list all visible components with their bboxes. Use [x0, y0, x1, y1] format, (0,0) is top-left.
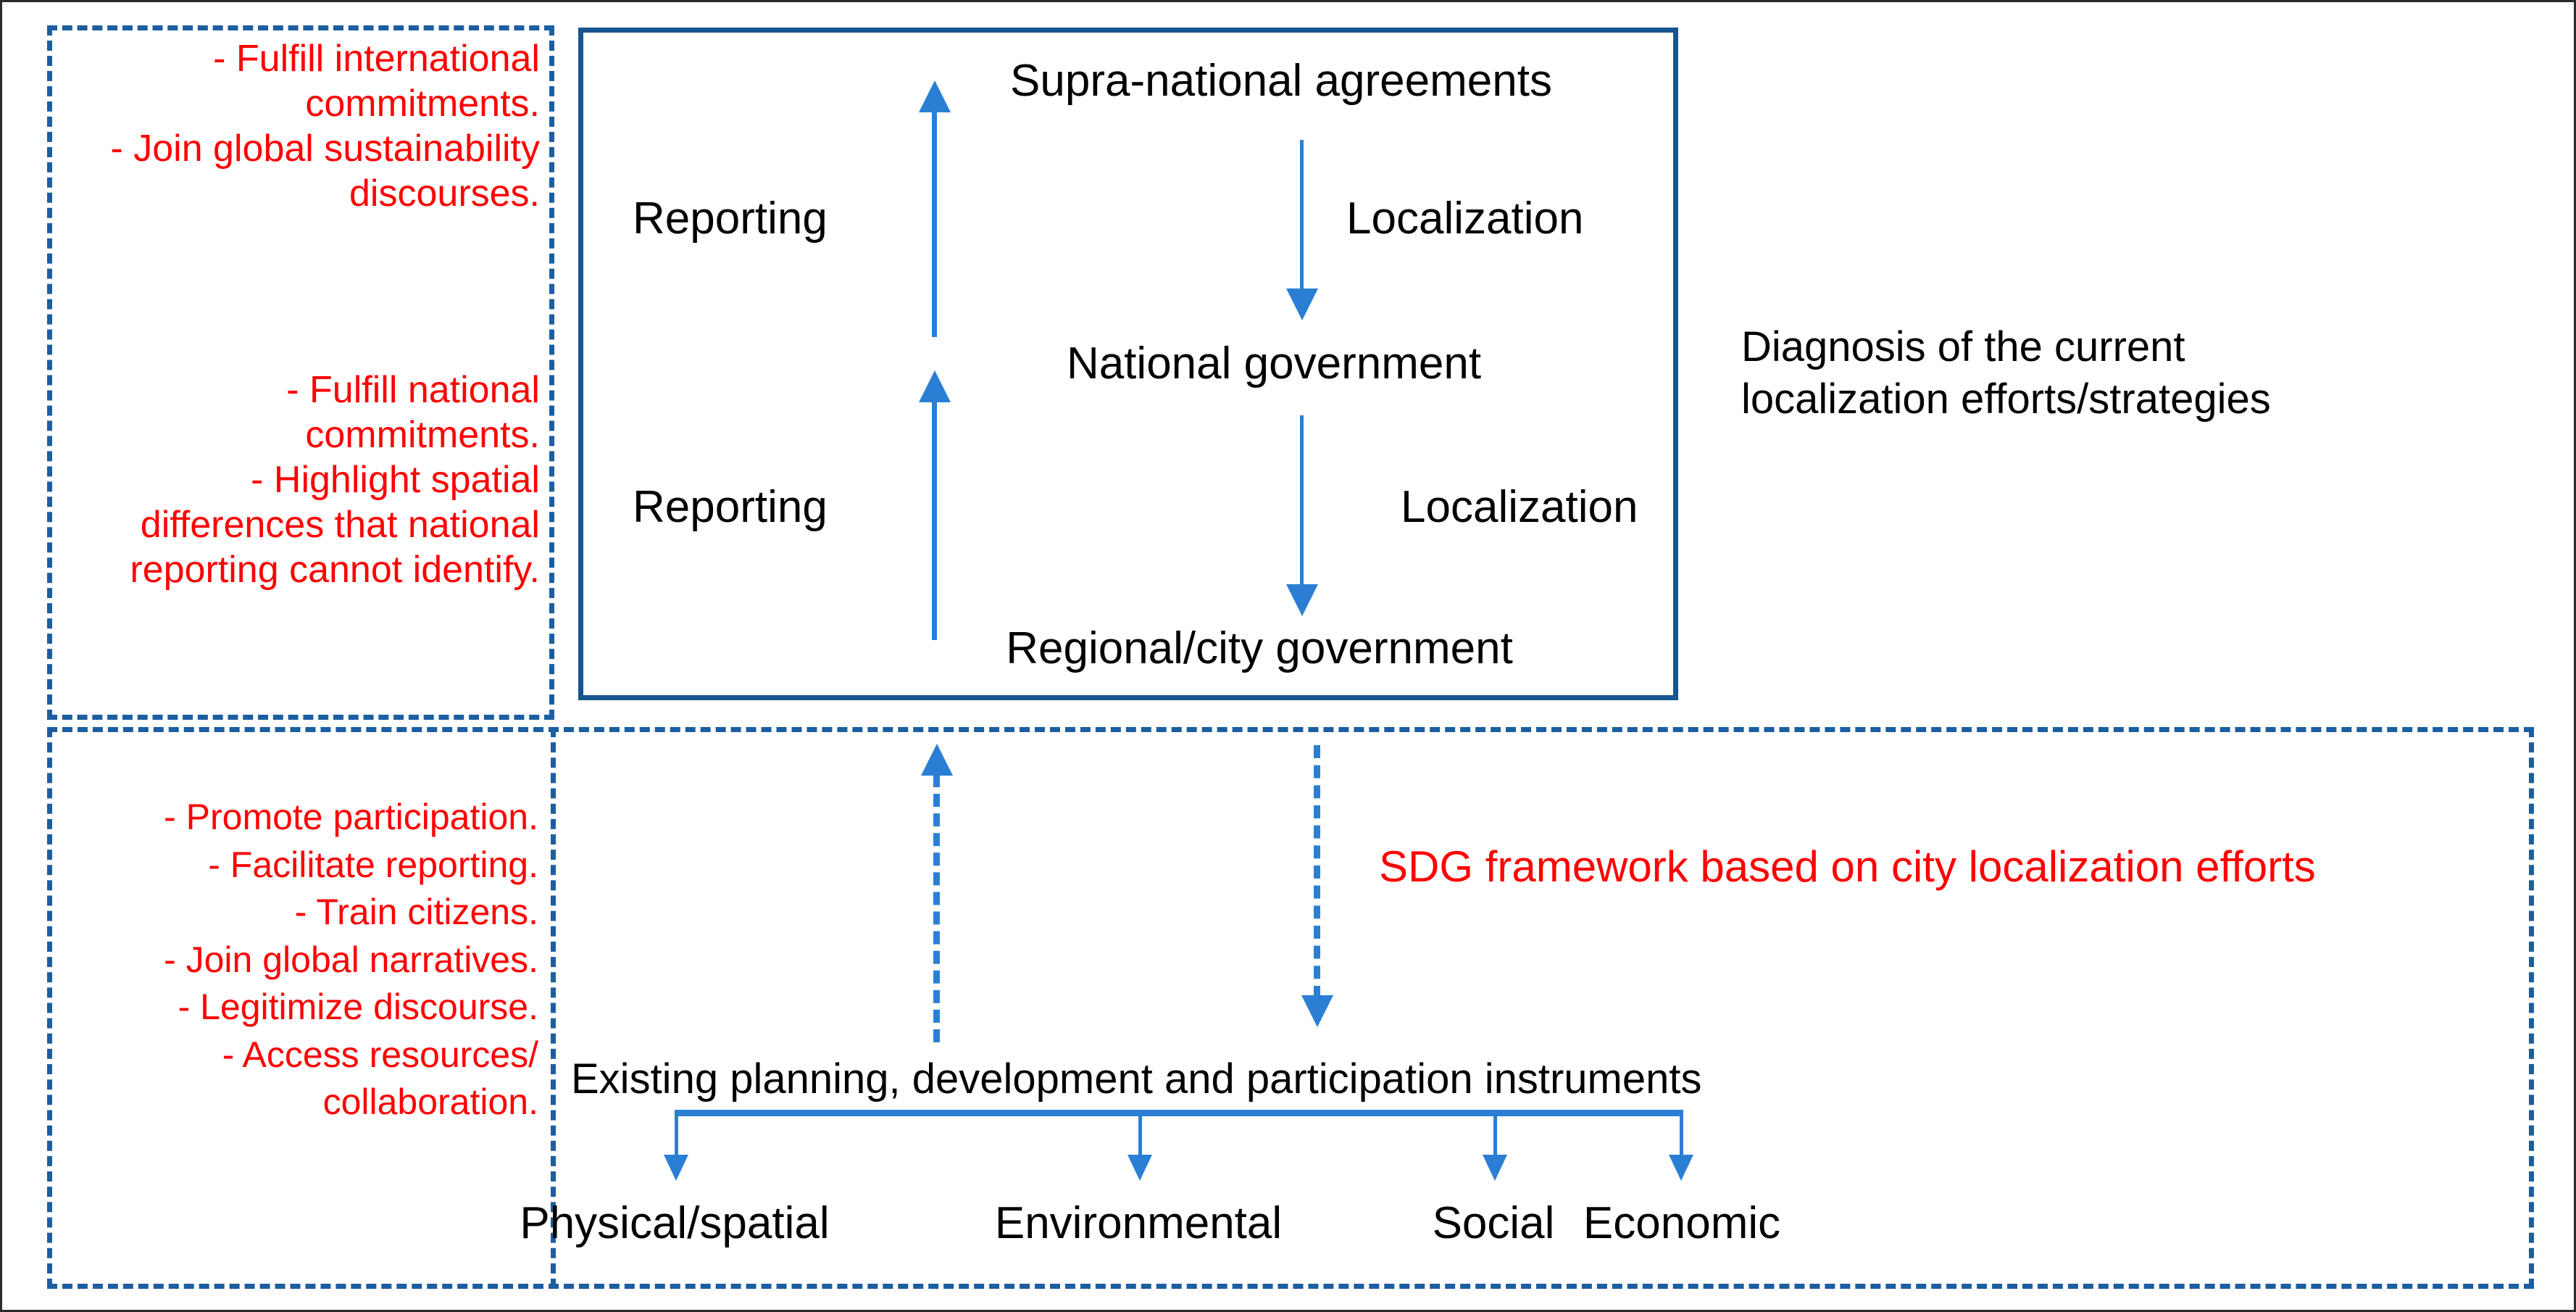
- branch-social-head: [1483, 1155, 1507, 1181]
- dimension-physical-spatial: Physical/spatial: [520, 1198, 830, 1248]
- branch-economic-head: [1669, 1155, 1693, 1181]
- upper-left-annotation-panel: [47, 25, 554, 720]
- annotation-national-commitments: - Fulfill national commitments. - Highli…: [130, 369, 540, 591]
- branch-environmental-shaft: [1138, 1113, 1142, 1158]
- governance-down-to-instruments-head: [1301, 995, 1333, 1027]
- instruments-up-to-governance-shaft: [933, 774, 940, 1042]
- level-supra-national-agreements: Supra-national agreements: [1010, 56, 1552, 106]
- dimension-economic: Economic: [1583, 1198, 1781, 1248]
- dimension-social: Social: [1432, 1198, 1555, 1248]
- branch-social-shaft: [1493, 1113, 1497, 1158]
- lower-dashed-panel: [47, 727, 2534, 1289]
- reporting-up-upper-head: [919, 80, 951, 112]
- annotation-international-commitments: - Fulfill international commitments. - J…: [110, 38, 540, 215]
- localization-down-upper-shaft: [1300, 140, 1304, 294]
- flow-label-reporting-lower: Reporting: [633, 482, 828, 532]
- reporting-up-upper-shaft: [932, 111, 937, 337]
- lower-panel-divider: [551, 727, 556, 1289]
- localization-down-lower-shaft: [1300, 415, 1304, 589]
- dimension-environmental: Environmental: [994, 1198, 1283, 1248]
- branch-environmental-head: [1127, 1155, 1152, 1181]
- level-national-government: National government: [1066, 339, 1482, 389]
- reporting-up-lower-head: [919, 370, 951, 402]
- instruments-up-to-governance-head: [921, 744, 953, 776]
- branch-physical-spatial-head: [664, 1155, 688, 1181]
- diagnosis-caption: Diagnosis of the current localization ef…: [1741, 323, 2271, 423]
- flow-label-localization-lower: Localization: [1401, 482, 1638, 532]
- reporting-up-lower-shaft: [932, 401, 937, 640]
- branch-economic-shaft: [1680, 1113, 1683, 1158]
- annotation-city-actions: - Promote participation. - Facilitate re…: [164, 797, 538, 1122]
- localization-down-upper-head: [1286, 288, 1318, 320]
- sdg-framework-caption: SDG framework based on city localization…: [1379, 842, 2316, 891]
- branch-physical-spatial-shaft: [675, 1113, 678, 1158]
- governance-down-to-instruments-shaft: [1314, 745, 1320, 999]
- flow-label-reporting-upper: Reporting: [633, 194, 828, 244]
- localization-down-lower-head: [1286, 584, 1318, 616]
- level-regional-city-government: Regional/city government: [1006, 623, 1513, 673]
- flow-label-localization-upper: Localization: [1346, 194, 1584, 244]
- instruments-branch-bar: [675, 1110, 1683, 1116]
- instruments-node-label: Existing planning, development and parti…: [571, 1055, 1702, 1103]
- governance-hierarchy-box: [578, 28, 1678, 700]
